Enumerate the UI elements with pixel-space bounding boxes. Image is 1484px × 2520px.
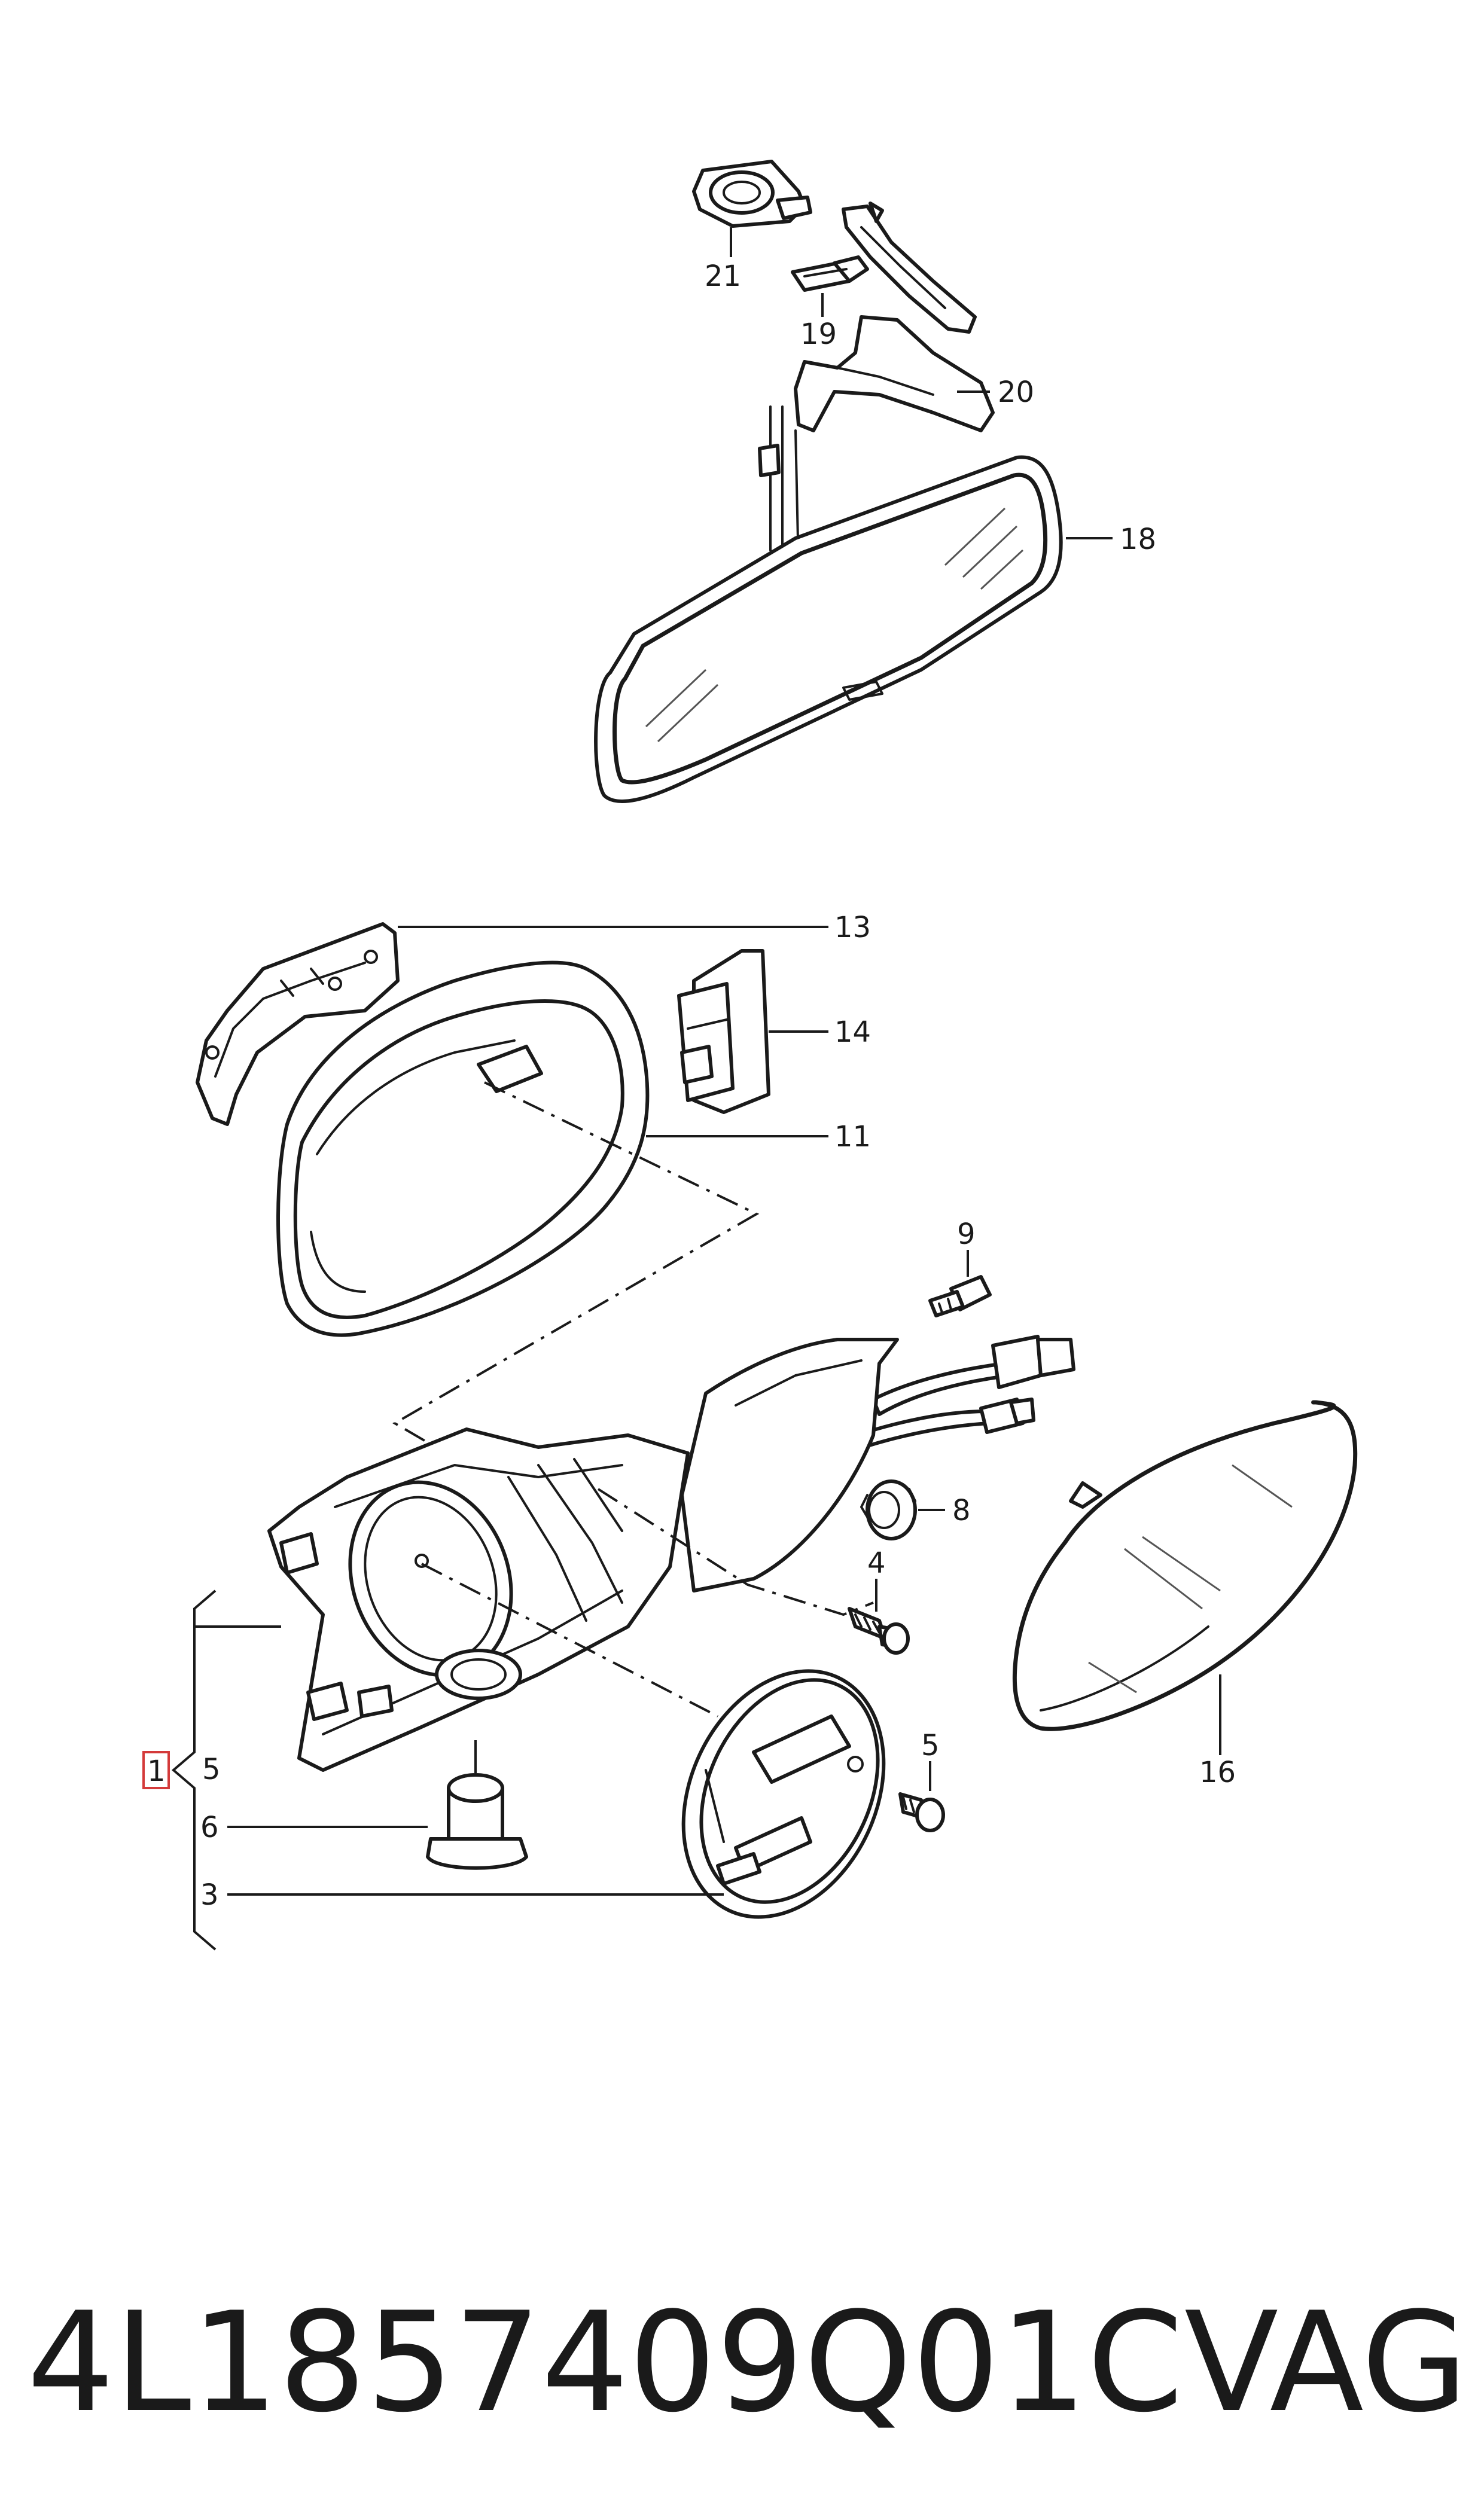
footer-brand: VAG xyxy=(1184,2283,1468,2443)
callout-5-right: 5 xyxy=(921,1729,940,1762)
assembly-line-base-screw xyxy=(597,1488,874,1616)
part-13-bracket xyxy=(196,922,828,1126)
callout-1: 1 xyxy=(147,1755,166,1788)
part-4-screw xyxy=(848,1579,910,1655)
part-16-mirror-glass xyxy=(1012,1400,1358,1755)
assembly-line-base-cover xyxy=(421,1563,718,1717)
callout-14: 14 xyxy=(834,1015,871,1049)
part-3-actuator-plate xyxy=(681,1669,886,1919)
callout-8: 8 xyxy=(952,1494,971,1527)
part-9-bolt xyxy=(928,1250,992,1317)
part-14-connector-module xyxy=(677,949,828,1114)
callout-5-left: 5 xyxy=(202,1753,221,1786)
part-20-mount-cover xyxy=(794,315,995,432)
part-21-sensor xyxy=(692,160,812,257)
part-mirror-base xyxy=(267,1335,1075,1772)
part-11-housing-cap xyxy=(276,960,828,1337)
footer-part-number: 4L1857409Q01C xyxy=(27,2283,1183,2443)
callout-19: 19 xyxy=(800,318,837,351)
callout-16: 16 xyxy=(1199,1756,1236,1789)
callout-20: 20 xyxy=(998,376,1034,409)
callout-9: 9 xyxy=(957,1218,976,1251)
callout-18: 18 xyxy=(1120,523,1156,556)
part-1-highlight-box xyxy=(142,1751,170,1789)
assembly-1-bracket xyxy=(142,1590,724,1951)
callout-4: 4 xyxy=(867,1546,886,1580)
callout-11: 11 xyxy=(834,1120,871,1154)
callout-3: 3 xyxy=(200,1878,219,1912)
callout-21: 21 xyxy=(705,260,741,293)
part-18-rearview-mirror xyxy=(594,405,1113,803)
callout-13: 13 xyxy=(834,911,871,944)
part-cover-strip xyxy=(842,202,977,334)
assembly-line-cap xyxy=(392,1081,760,1508)
part-5-screw xyxy=(898,1761,945,1832)
callout-6: 6 xyxy=(200,1811,219,1844)
part-8-grommet xyxy=(860,1479,945,1540)
part-19-clip xyxy=(791,255,869,317)
part-6-bushing xyxy=(227,1740,528,1870)
